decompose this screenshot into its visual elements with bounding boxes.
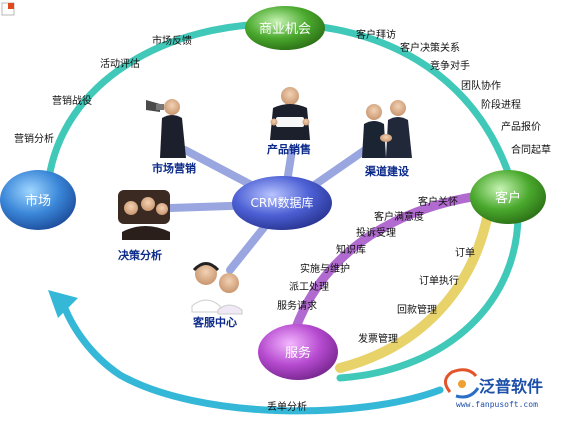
- node-service-label: 服务: [285, 345, 311, 361]
- label-order-execution: 订单执行: [419, 274, 459, 287]
- label-decision-relations: 客户决策关系: [400, 41, 460, 54]
- label-implementation: 实施与维护: [300, 262, 350, 275]
- node-service[interactable]: 服务: [258, 324, 338, 380]
- node-market-label: 市场: [25, 193, 51, 209]
- node-customer[interactable]: 客户: [470, 170, 546, 224]
- label-market-feedback: 市场反馈: [152, 34, 192, 47]
- decision-team-icon: [118, 190, 170, 240]
- purple-arc: [290, 191, 483, 335]
- outer-ring-right: [336, 206, 522, 382]
- marketing-person-icon: [146, 99, 186, 158]
- module-decision-label: 决策分析: [118, 248, 162, 262]
- label-service-request: 服务请求: [277, 299, 317, 312]
- brand-name: 泛普软件: [479, 377, 543, 396]
- node-market[interactable]: 市场: [0, 170, 76, 230]
- service-center-icon: [191, 262, 243, 315]
- label-invoice: 发票管理: [358, 332, 398, 345]
- label-stage-progress: 阶段进程: [481, 98, 521, 111]
- label-order: 订单: [455, 247, 475, 259]
- module-product-sales-label: 产品销售: [267, 142, 311, 156]
- label-team-collaboration: 团队协作: [461, 79, 501, 92]
- node-opportunity-label: 商业机会: [259, 22, 311, 37]
- label-dispatch: 派工处理: [289, 281, 329, 293]
- brand-url: www.fanpusoft.com: [456, 400, 538, 409]
- label-product-quote: 产品报价: [501, 120, 541, 133]
- label-customer-visit: 客户拜访: [356, 28, 396, 41]
- label-lost-order-analysis: 丢单分析: [267, 400, 307, 413]
- node-customer-label: 客户: [495, 190, 521, 206]
- label-knowledge-base: 知识库: [336, 243, 366, 256]
- node-crm[interactable]: CRM数据库: [232, 176, 332, 230]
- label-activity-evaluation: 活动评估: [100, 57, 140, 70]
- broken-image-icon: [1, 2, 15, 16]
- bottom-return-arc: [58, 296, 444, 415]
- sales-person-icon: [270, 87, 310, 140]
- label-marketing-analysis: 营销分析: [14, 132, 54, 145]
- node-crm-label: CRM数据库: [250, 195, 313, 210]
- label-campaign: 营销战役: [52, 94, 92, 107]
- label-satisfaction: 客户满意度: [374, 210, 424, 223]
- module-service-center-label: 客服中心: [192, 315, 237, 329]
- return-arrowhead: [48, 290, 78, 318]
- label-payment: 回款管理: [397, 303, 437, 316]
- label-contract-drafting: 合同起草: [511, 143, 551, 156]
- brand-logo: [444, 368, 480, 399]
- module-marketing-label: 市场营销: [152, 161, 196, 175]
- label-customer-care: 客户关怀: [418, 195, 458, 208]
- node-opportunity[interactable]: 商业机会: [245, 6, 325, 50]
- label-complaint: 投诉受理: [356, 226, 396, 239]
- module-channel-label: 渠道建设: [365, 164, 410, 178]
- yellow-arc: [335, 209, 493, 373]
- channel-handshake-icon: [362, 100, 412, 158]
- label-competitors: 竞争对手: [430, 59, 470, 72]
